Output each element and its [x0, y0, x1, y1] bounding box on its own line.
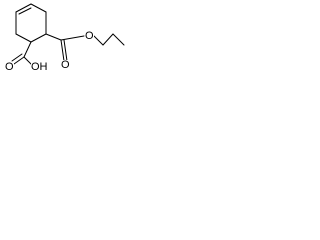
- structural-formula: O O O OH: [0, 0, 128, 78]
- acid-carbonyl-oxygen-label: O: [5, 61, 14, 73]
- ester-oxygen-label: O: [85, 30, 94, 42]
- ring-bond: [30, 3, 47, 13]
- propyl-bond: [93, 35, 104, 46]
- acid-carbon-bond: [23, 41, 32, 58]
- propyl-bond: [102, 33, 114, 46]
- ester-oxygen-bond: [60, 35, 85, 41]
- ester-carbonyl-double-bond-inner: [63, 39, 68, 62]
- acid-hydroxyl-bond: [23, 56, 33, 66]
- acid-hydroxyl-label: OH: [31, 61, 48, 73]
- ring-double-bond: [15, 3, 32, 13]
- ring-bond: [15, 33, 32, 43]
- ring-double-bond-inner: [18, 7, 32, 15]
- ester-carbonyl-oxygen-label: O: [61, 59, 70, 71]
- acid-carbonyl-double-bond-inner: [11, 53, 23, 62]
- ester-carbon-bond: [45, 33, 62, 41]
- propyl-bond: [112, 33, 125, 46]
- ring-bond: [30, 33, 47, 43]
- acid-carbonyl-double-bond: [13, 56, 25, 65]
- bond-drawing: [11, 3, 125, 66]
- ester-carbonyl-double-bond: [60, 39, 65, 62]
